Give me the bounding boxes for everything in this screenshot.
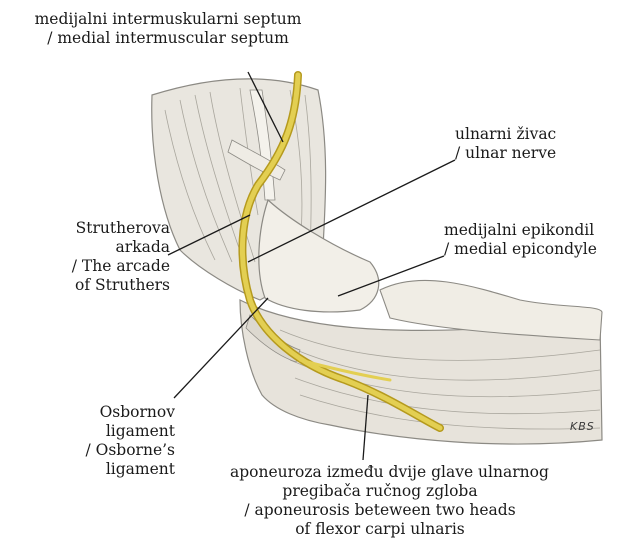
label-intermuscular-septum: medijalni intermuskularni septum / media… (18, 10, 318, 48)
label-arcade-of-struthers: Strutherova arkada / The arcade of Strut… (30, 219, 170, 295)
label-ulnar-nerve: ulnarni živac / ulnar nerve (455, 125, 556, 163)
label-osborne-ligament: Osbornov ligament / Osborne’s ligament (20, 403, 175, 479)
artist-signature: KBS (570, 420, 595, 433)
label-medial-epicondyle: medijalni epikondil / medial epicondyle (444, 221, 597, 259)
label-aponeurosis-fcu: aponeuroza između dvije glave ulnarnog p… (230, 463, 530, 539)
